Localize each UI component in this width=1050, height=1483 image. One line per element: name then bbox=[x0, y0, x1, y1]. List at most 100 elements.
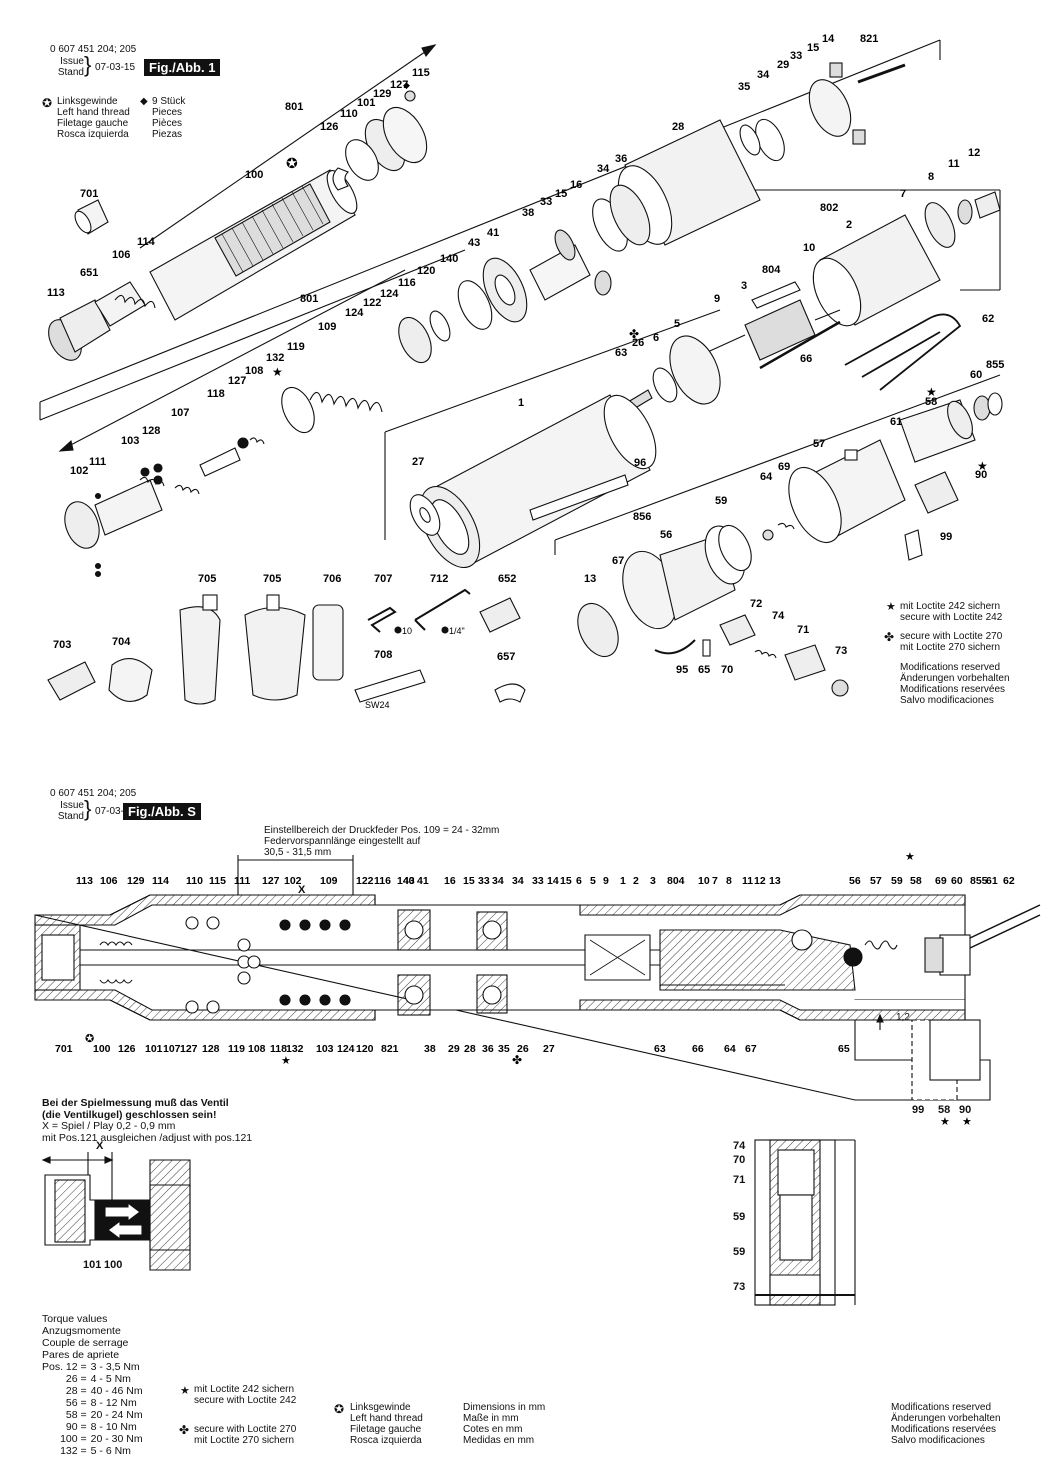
section-label-116: 116 bbox=[374, 875, 391, 887]
lefthand-icon: ✪ bbox=[334, 1402, 345, 1416]
valve-inset bbox=[754, 1139, 856, 1306]
part-label-90: 90 bbox=[975, 469, 987, 481]
loctite242-marker-icon: ★ bbox=[905, 851, 915, 863]
part-label-801: 801 bbox=[285, 101, 303, 113]
play-inset bbox=[41, 1152, 191, 1271]
fig1-brace: } bbox=[84, 52, 92, 77]
lefthand-marker-icon: ✪ bbox=[286, 155, 298, 171]
section-label-8: 8 bbox=[726, 875, 732, 887]
loctite242-marker-icon: ★ bbox=[272, 365, 283, 379]
clover-icon: ✤ bbox=[179, 1423, 190, 1437]
loctite242-marker-icon: ★ bbox=[281, 1055, 291, 1067]
section-label-34: 34 bbox=[512, 875, 524, 887]
section-label-34: 34 bbox=[492, 875, 504, 887]
part-label-35: 35 bbox=[738, 81, 750, 93]
part-label-34: 34 bbox=[597, 163, 610, 175]
part-label-15: 15 bbox=[807, 42, 819, 54]
part-label-126: 126 bbox=[320, 121, 338, 133]
part-label-115: 115 bbox=[412, 67, 430, 79]
label-58: 58 bbox=[938, 1104, 951, 1116]
part-label-56: 56 bbox=[660, 529, 672, 541]
part-label-100: 100 bbox=[245, 169, 263, 181]
section-label-58: 58 bbox=[910, 875, 922, 887]
part-label-15: 15 bbox=[555, 188, 567, 200]
part-label-71: 71 bbox=[797, 624, 809, 636]
section-label-38: 38 bbox=[424, 1043, 436, 1055]
section-label-804: 804 bbox=[667, 875, 685, 887]
section-label-119: 119 bbox=[228, 1043, 245, 1055]
part-label-70: 70 bbox=[721, 664, 733, 676]
section-label-110: 110 bbox=[186, 875, 203, 887]
part-label-28: 28 bbox=[672, 121, 684, 133]
part-label-69: 69 bbox=[778, 461, 790, 473]
section-label-108: 108 bbox=[248, 1043, 266, 1055]
torque-table: Pos. 12 =3 - 3,5 Nm 26 =4 - 5 Nm 28 =40 … bbox=[40, 1361, 145, 1457]
part-label-704: 704 bbox=[112, 636, 131, 648]
loctite242-marker-icon: ★ bbox=[962, 1116, 972, 1128]
part-label-2: 2 bbox=[846, 219, 852, 231]
label-99: 99 bbox=[912, 1104, 925, 1116]
loctite270-marker-icon: ✤ bbox=[629, 327, 639, 341]
part-label-102: 102 bbox=[70, 465, 88, 477]
part-label-38: 38 bbox=[522, 207, 534, 219]
section-label-127: 127 bbox=[262, 875, 280, 887]
section-label-107: 107 bbox=[163, 1043, 181, 1055]
part-label-74: 74 bbox=[772, 610, 785, 622]
section-label-3: 3 bbox=[650, 875, 656, 887]
section-label-122: 122 bbox=[356, 875, 374, 887]
part-label-14: 14 bbox=[822, 33, 835, 45]
table-row: Pos. 12 =3 - 3,5 Nm bbox=[42, 1361, 140, 1373]
part-label-114: 114 bbox=[137, 236, 156, 248]
part-label-96: 96 bbox=[634, 457, 646, 469]
section-label-15: 15 bbox=[560, 875, 572, 887]
part-label-703: 703 bbox=[53, 639, 71, 651]
section-label-28: 28 bbox=[464, 1043, 476, 1055]
part-label-57: 57 bbox=[813, 438, 825, 450]
fig1-part-number: 0 607 451 204; 205 bbox=[50, 44, 137, 55]
valve-label-59b: 59 bbox=[733, 1246, 746, 1258]
star-icon: ★ bbox=[886, 601, 896, 613]
part-label-64: 64 bbox=[760, 471, 773, 483]
diamond-icon: ◆ bbox=[140, 96, 148, 107]
section-label-59: 59 bbox=[891, 875, 903, 887]
section-label-129: 129 bbox=[127, 875, 145, 887]
part-label-7: 7 bbox=[900, 188, 906, 200]
section-label-64: 64 bbox=[724, 1043, 736, 1055]
section-label-15: 15 bbox=[463, 875, 475, 887]
section-label-66: 66 bbox=[692, 1043, 704, 1055]
part-label-712: 712 bbox=[430, 573, 448, 585]
part-label-140: 140 bbox=[440, 253, 458, 265]
section-label-35: 35 bbox=[498, 1043, 510, 1055]
section-label-118: 118 bbox=[270, 1043, 287, 1055]
part-label-111: 111 bbox=[89, 456, 106, 468]
part-label-60: 60 bbox=[970, 369, 982, 381]
part-label-101: 101 bbox=[357, 97, 375, 109]
spring-note: Einstellbereich der Druckfeder Pos. 109 … bbox=[264, 825, 500, 858]
part-label-119: 119 bbox=[287, 341, 305, 353]
part-label-1: 1 bbox=[518, 397, 524, 409]
table-row: 28 =40 - 46 Nm bbox=[65, 1385, 143, 1397]
part-label-124: 124 bbox=[380, 288, 399, 300]
figS-fig-label: Fig./Abb. S bbox=[123, 803, 201, 820]
part-label-8: 8 bbox=[928, 171, 934, 183]
section-label-127: 127 bbox=[180, 1043, 198, 1055]
figS-brace: } bbox=[84, 796, 92, 821]
part-label-657: 657 bbox=[497, 651, 515, 663]
section-label-100: 100 bbox=[93, 1043, 111, 1055]
section-label-114: 114 bbox=[152, 875, 169, 887]
section-label-36: 36 bbox=[482, 1043, 494, 1055]
section-label-11: 11 bbox=[742, 875, 753, 887]
part-label-33: 33 bbox=[540, 196, 552, 208]
section-label-1: 1 bbox=[620, 875, 626, 887]
section-label-111: 111 bbox=[234, 875, 251, 887]
section-label-101: 101 bbox=[145, 1043, 163, 1055]
clover-icon: ✤ bbox=[884, 630, 895, 644]
label-90: 90 bbox=[959, 1104, 972, 1116]
part-label-116: 116 bbox=[398, 277, 416, 289]
part-label-821: 821 bbox=[860, 33, 878, 45]
star-icon: ★ bbox=[180, 1385, 190, 1397]
section-label-701: 701 bbox=[55, 1043, 73, 1055]
part-label-124: 124 bbox=[345, 307, 364, 319]
